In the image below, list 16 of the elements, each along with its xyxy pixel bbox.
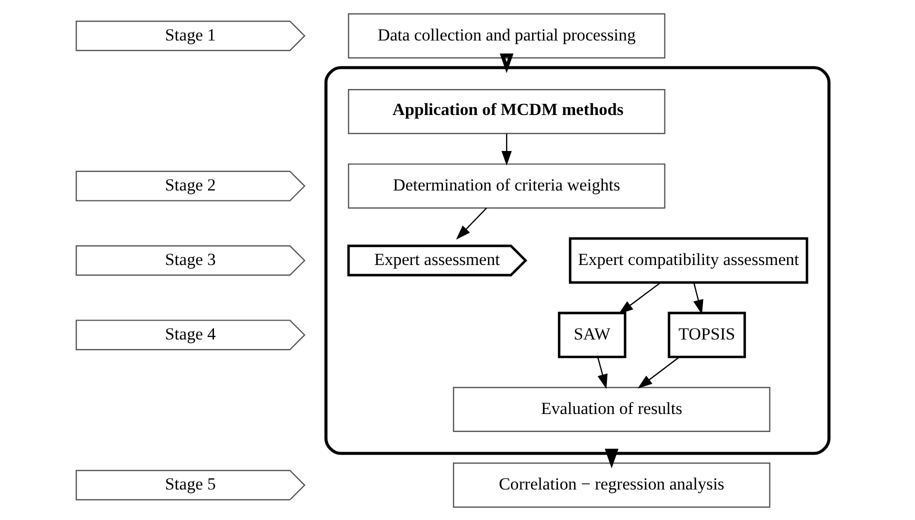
arrow [597,356,608,388]
node-box: Evaluation of results [452,386,770,432]
cluster [324,66,830,454]
node-box: Expert compatibility assessment [568,236,808,284]
arrow [638,356,680,388]
arrow [693,282,704,314]
node-box: Correlation − regression analysis [452,462,770,508]
arrow [502,133,512,166]
arrow [618,282,662,314]
node-box: TOPSIS [668,311,746,358]
node-box: Application of MCDM methods [348,88,666,134]
arrow [604,448,618,468]
node-box: SAW [558,311,626,358]
node-box: Determination of criteria weights [348,162,666,208]
arrow [500,53,514,73]
arrow [456,207,487,240]
